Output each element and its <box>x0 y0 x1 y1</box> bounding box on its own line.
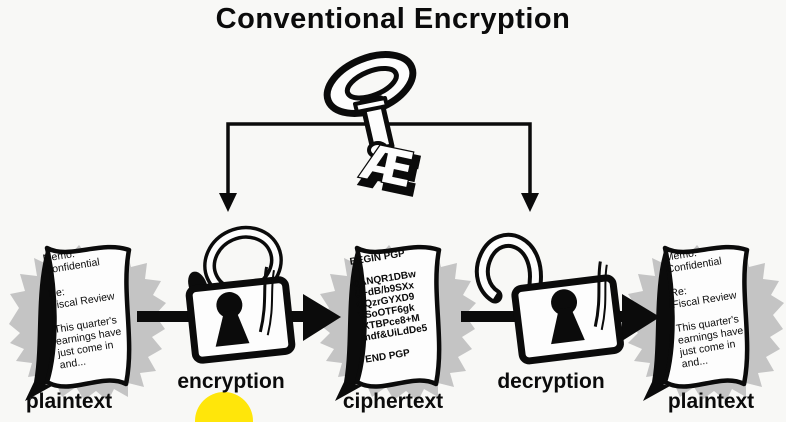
keyhole-icon <box>216 292 243 319</box>
plaintext-document-left-text: Memo: Confidential Re: Fiscal Review Thi… <box>42 237 160 372</box>
down-arrowhead-encryption <box>219 193 237 212</box>
label-encryption: encryption <box>177 370 285 393</box>
lightning-icon <box>266 269 275 336</box>
lightning-icon <box>600 264 608 331</box>
ciphertext-document-text: BEGIN PGP qANQR1DBw U+dB/b9SXx QQzrGYXD9… <box>349 241 469 365</box>
lightning-icon <box>593 261 602 327</box>
plaintext-document-left: Memo: Confidential Re: Fiscal Review Thi… <box>3 236 168 404</box>
highlight-dot <box>195 392 253 422</box>
ciphertext-document: BEGIN PGP qANQR1DBw U+dB/b9SXx QQzrGYXD9… <box>313 236 478 404</box>
plaintext-document-right: Memo: Confidential Re: Fiscal Review Thi… <box>621 236 786 404</box>
keyhole-icon <box>551 307 585 345</box>
keyhole-icon <box>551 289 578 316</box>
label-ciphertext: ciphertext <box>342 390 444 413</box>
key-distribution-connector <box>219 122 539 212</box>
key-teeth-glyph: Æ <box>360 140 423 206</box>
key-teeth-glyph: Æ <box>356 134 419 200</box>
skeleton-key-icon: Æ Æ <box>323 51 426 209</box>
plaintext-document-right-text: Memo: Confidential Re: Fiscal Review Thi… <box>664 236 782 371</box>
closed-padlock-icon <box>185 225 296 364</box>
lightning-icon <box>258 266 269 333</box>
down-arrowhead-decryption <box>521 193 539 212</box>
keyhole-icon <box>215 310 250 347</box>
label-decryption: decryption <box>497 370 605 393</box>
open-padlock-icon <box>474 232 624 365</box>
label-plaintext-right: plaintext <box>667 390 755 413</box>
page-title: Conventional Encryption <box>215 3 571 35</box>
label-plaintext-left: plaintext <box>25 390 113 413</box>
